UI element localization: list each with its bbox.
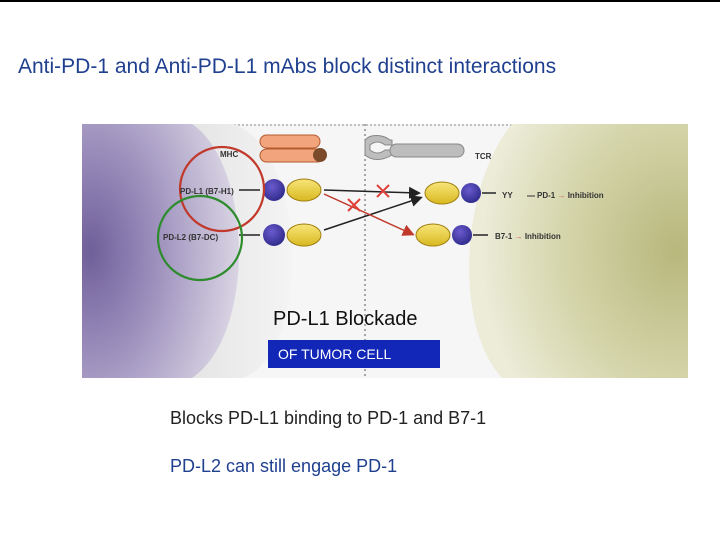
pdl2-domain-2 — [286, 223, 322, 247]
peptide-dot — [313, 148, 327, 162]
pdl2-domain-1 — [263, 224, 285, 246]
left-margin — [42, 124, 82, 378]
pdl1-highlight-circle — [178, 145, 266, 233]
pd1-domain-2 — [461, 183, 481, 203]
tcr-head — [364, 135, 393, 160]
pdl1-label: PD-L1 (B7-H1) — [180, 187, 234, 196]
block-x-mark-2 — [347, 198, 361, 212]
b71-label: B7-1 — [495, 232, 513, 241]
inhibition-2-label: Inhibition — [524, 232, 561, 241]
pdl2-highlight-circle — [156, 194, 244, 282]
tcr-stem — [389, 143, 465, 158]
pdl2-to-pd1-arrow — [323, 195, 423, 231]
pdl1-domain-2 — [286, 178, 322, 202]
top-border-line — [0, 0, 720, 2]
inhibition-arrow-2-icon: → — [514, 232, 523, 241]
block-x-mark-1 — [376, 184, 390, 198]
pd1-inhibition-label: PD-1 → Inhibition — [537, 191, 604, 200]
tcr-label: TCR — [475, 152, 492, 161]
diagram-caption: PD-L1 Blockade — [273, 308, 418, 330]
b71-inhibition-label: B7-1 → Inhibition — [495, 232, 561, 241]
slide-title: Anti-PD-1 and Anti-PD-L1 mAbs block dist… — [18, 55, 557, 78]
b71-domain-1 — [415, 223, 451, 247]
diagram-artwork — [42, 124, 688, 378]
tumor-cell-label-box: OF TUMOR CELL — [268, 340, 440, 368]
note-blocks-binding: Blocks PD-L1 binding to PD-1 and B7-1 — [170, 408, 487, 428]
b71-domain-2 — [452, 225, 472, 245]
right-cell — [469, 124, 688, 378]
pdl1-to-pd1-arrow — [323, 186, 421, 199]
pdl2-label: PD-L2 (B7-DC) — [163, 233, 219, 242]
note-pdl2-engage: PD-L2 can still engage PD-1 — [170, 456, 398, 476]
pd1-blockade-diagram: MHC PD-L1 (B7-H1) PD-L2 (B7-DC) TCR YY P… — [42, 124, 688, 378]
pdl1-to-b71-arrow — [323, 193, 415, 236]
mhc-label: MHC — [220, 150, 239, 159]
yy-label: YY — [502, 191, 513, 200]
mhc-upper-bar — [259, 134, 321, 149]
pdl1-domain-1 — [263, 179, 285, 201]
pd1-label: PD-1 — [537, 191, 556, 200]
inhibition-arrow-1-icon: → — [557, 191, 566, 200]
pd1-domain-1 — [424, 181, 460, 205]
inhibition-1-label: Inhibition — [567, 191, 604, 200]
